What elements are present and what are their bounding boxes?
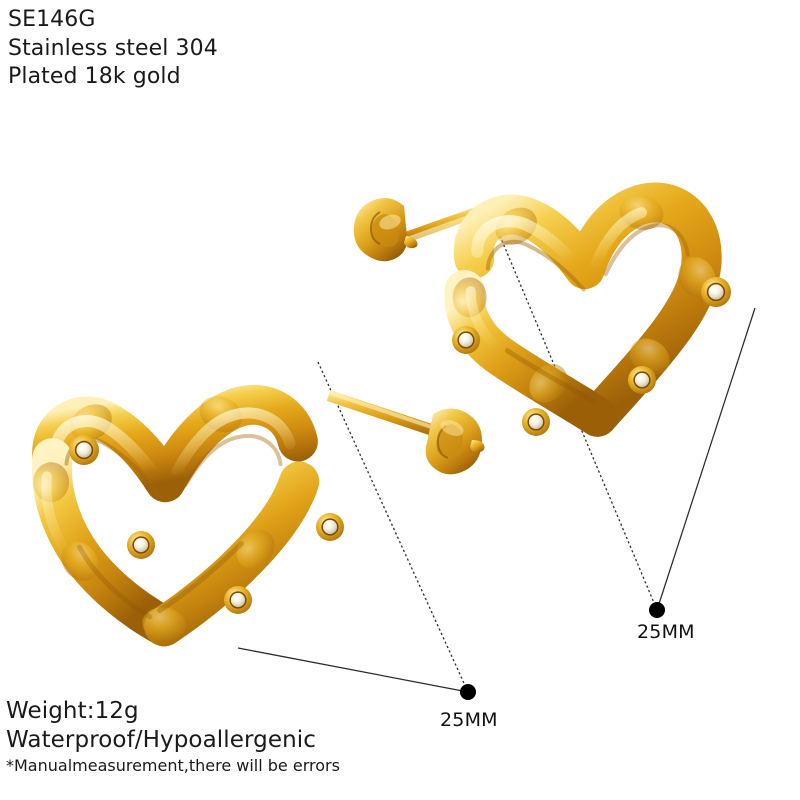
dimension-label-right-earring: 25MM [637,621,695,643]
earring-post-left [327,390,432,435]
heart-hoop-body-left [31,384,320,647]
crystal-setting [452,326,480,354]
product-spec-block: SE146G Stainless steel 304 Plated 18k go… [8,6,218,92]
crystal-setting [316,513,344,541]
dimension-leader-lines [237,204,756,693]
crystal-setting [69,435,99,465]
gold-heart-hoop-earring-left [31,384,485,647]
gold-heart-hoop-earring-right [353,182,731,437]
crystal-settings-left [69,435,344,614]
crystal-settings-right [452,277,731,436]
product-footer-block: Weight:12g Waterproof/Hypoallergenic *Ma… [6,697,340,776]
butterfly-back-left [425,408,485,475]
product-features: Waterproof/Hypoallergenic [6,726,317,753]
product-material: Stainless steel 304 [8,35,218,61]
product-sku: SE146G [8,7,96,32]
product-weight: Weight:12g [6,698,139,724]
measurement-disclaimer: *Manualmeasurement,there will be errors [6,755,340,775]
crystal-setting [224,586,252,614]
crystal-setting [127,531,155,559]
heart-hoop-body-right [444,182,722,437]
product-plating: Plated 18k gold [8,64,181,90]
dimension-dot-left [460,684,476,700]
leader-line-right-dotted [486,204,658,611]
crystal-setting [628,366,656,394]
leader-line-right-solid [656,307,756,611]
butterfly-back-right [353,198,418,262]
crystal-setting [701,277,731,307]
dimension-dot-right [649,602,665,618]
crystal-setting [522,408,550,436]
leader-line-left-solid [237,647,469,693]
dimension-label-left-earring: 25MM [440,709,498,731]
